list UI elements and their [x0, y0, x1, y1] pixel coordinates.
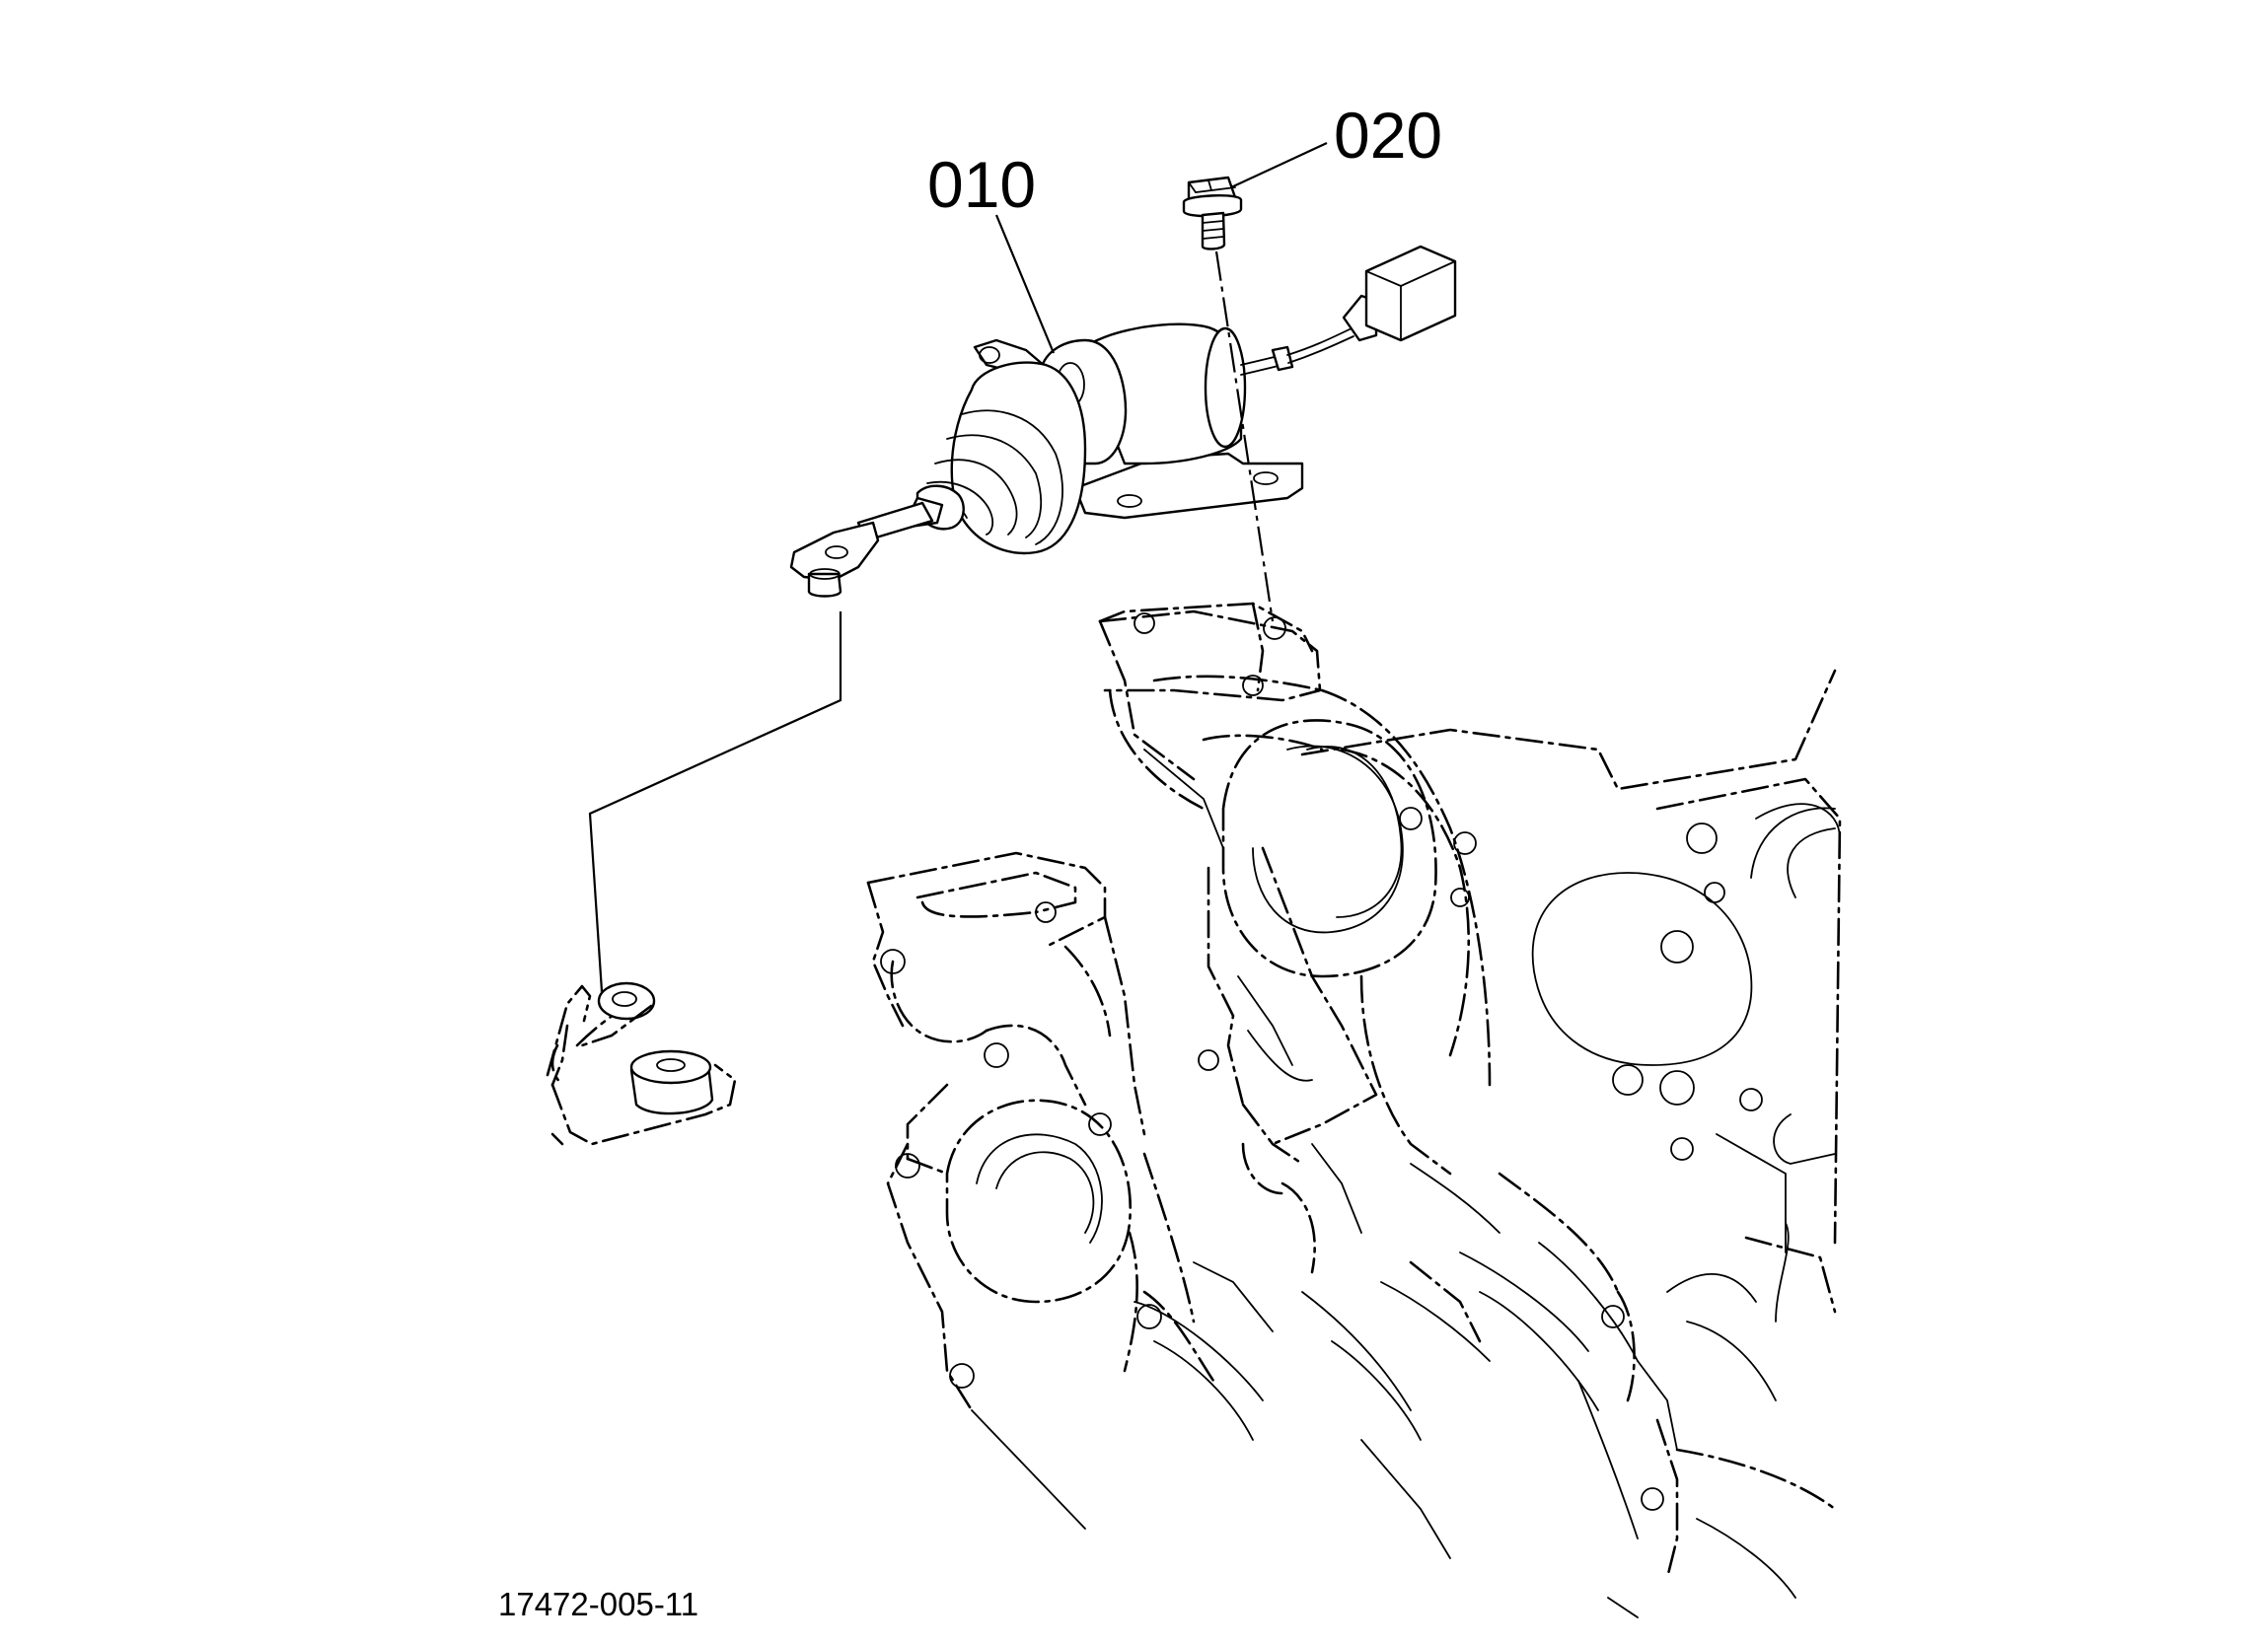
- bolt-assembly-line: [1214, 250, 1275, 622]
- engine-mounting-bracket: [1098, 602, 1314, 849]
- figure-id: 17472-005-11: [498, 1586, 698, 1622]
- callout-020-leader: [1230, 142, 1328, 188]
- callout-010-label: 010: [927, 148, 1036, 221]
- flange-bolt: [1182, 176, 1243, 250]
- stop-solenoid-assembly: [789, 245, 1457, 598]
- engine-block-outline: [866, 609, 1842, 1618]
- link-assembly-line: [588, 611, 842, 997]
- callout-010-leader: [994, 214, 1056, 354]
- callout-020-label: 020: [1334, 99, 1442, 172]
- governor-lever: [546, 981, 737, 1146]
